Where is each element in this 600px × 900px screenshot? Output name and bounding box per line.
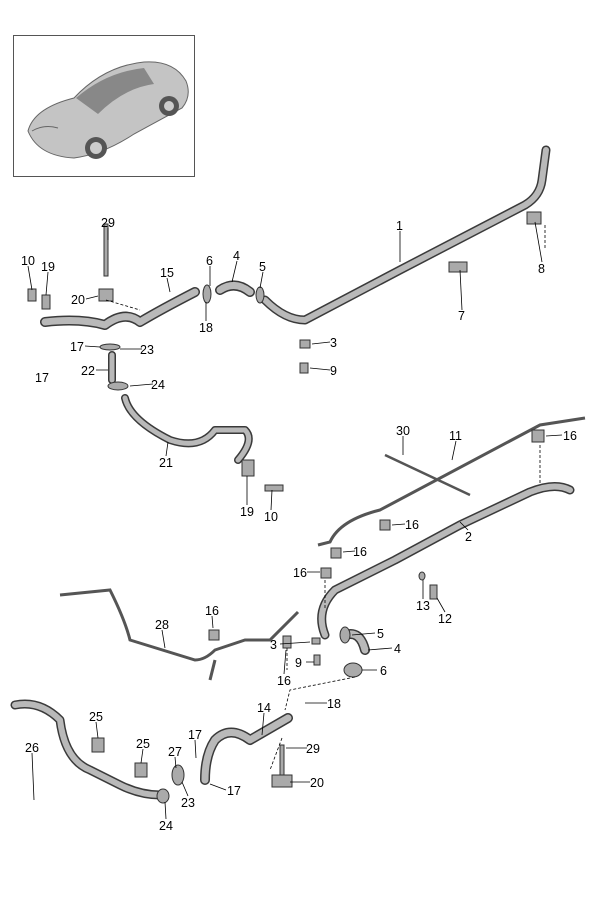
line-28 [59, 588, 300, 662]
label-3: 3 [330, 336, 337, 350]
label-19b: 19 [240, 505, 254, 519]
label-16d: 16 [293, 566, 307, 580]
label-16f: 16 [277, 674, 291, 688]
label-9b: 9 [295, 656, 302, 670]
pipe-14 [200, 713, 293, 785]
label-5b: 5 [377, 627, 384, 641]
labels-top: 29 10 19 15 6 4 5 1 8 20 18 7 3 9 17 23 … [21, 216, 545, 524]
label-12: 12 [438, 612, 452, 626]
label-30: 30 [396, 424, 410, 438]
label-18b: 18 [327, 697, 341, 711]
label-17: 17 [70, 340, 84, 354]
pipe-15 [40, 287, 200, 330]
label-7: 7 [458, 309, 465, 323]
label-13: 13 [416, 599, 430, 613]
label-15: 15 [160, 266, 174, 280]
label-4: 4 [233, 249, 240, 263]
label-11: 11 [449, 429, 462, 443]
label-20b: 20 [310, 776, 324, 790]
label-24: 24 [151, 378, 165, 392]
label-6b: 6 [380, 664, 387, 678]
label-17c: 17 [188, 728, 202, 742]
label-24b: 24 [159, 819, 173, 833]
label-3b: 3 [270, 638, 277, 652]
line-11 [317, 416, 586, 547]
label-16c: 16 [353, 545, 367, 559]
label-29: 29 [101, 216, 115, 230]
label-1: 1 [396, 219, 403, 233]
leader-lines [27, 221, 563, 820]
label-27: 27 [168, 745, 182, 759]
label-16e: 16 [205, 604, 219, 618]
pipe-21 [108, 351, 253, 464]
label-17d: 17 [227, 784, 241, 798]
label-16: 16 [563, 429, 577, 443]
label-5: 5 [259, 260, 266, 274]
pipe-2 [317, 482, 575, 640]
line-30 [384, 453, 471, 497]
label-6: 6 [206, 254, 213, 268]
car-thumbnail [13, 35, 195, 177]
label-14: 14 [257, 701, 271, 715]
pipe-1 [260, 145, 551, 325]
label-22: 22 [81, 364, 95, 378]
label-25b: 25 [136, 737, 150, 751]
label-29b: 29 [306, 742, 320, 756]
label-16b: 16 [405, 518, 419, 532]
label-9: 9 [330, 364, 337, 378]
label-19: 19 [41, 260, 55, 274]
label-23: 23 [140, 343, 154, 357]
pipe-4 [215, 280, 255, 297]
label-26: 26 [25, 741, 39, 755]
label-10: 10 [21, 254, 35, 268]
pipe-26 [10, 699, 165, 800]
label-23b: 23 [181, 796, 195, 810]
label-18: 18 [199, 321, 213, 335]
label-28: 28 [155, 618, 169, 632]
label-8: 8 [538, 262, 545, 276]
car-icon [27, 61, 189, 159]
label-2: 2 [465, 530, 472, 544]
label-17b: 17 [35, 371, 49, 385]
label-4b: 4 [394, 642, 401, 656]
clamps-and-brackets [27, 211, 545, 804]
label-21: 21 [159, 456, 173, 470]
label-20: 20 [71, 293, 85, 307]
label-25: 25 [89, 710, 103, 724]
label-10b: 10 [264, 510, 278, 524]
labels-bottom: 30 11 16 16 2 16 16 13 12 28 16 5 4 3 9 … [25, 424, 577, 833]
